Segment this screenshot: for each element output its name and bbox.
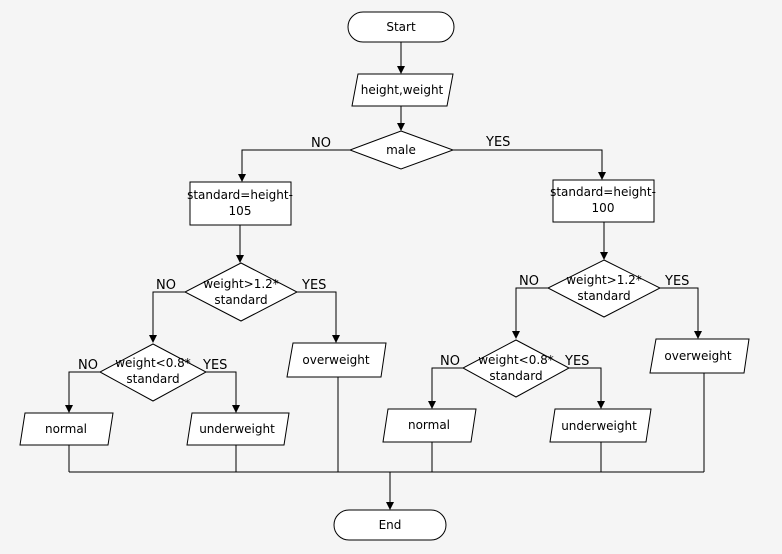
right-over-decision: weight>1.2* standard <box>546 259 662 318</box>
label-right-under-yes: YES <box>564 354 589 369</box>
right-overweight-label: overweight <box>664 349 732 363</box>
left-normal-label: normal <box>45 422 87 436</box>
arrow-right-under-no <box>428 367 463 409</box>
left-over-line2: standard <box>214 293 267 307</box>
left-overweight-label: overweight <box>302 353 370 367</box>
arrow-male-no <box>238 149 350 182</box>
label-male-no: NO <box>311 136 331 151</box>
arrow-left-over-yes <box>297 291 340 343</box>
decision-male-label: male <box>386 143 416 157</box>
right-overweight-node: overweight <box>649 338 750 374</box>
left-under-line1: weight<0.8* <box>115 356 191 370</box>
decision-male: male <box>348 130 455 170</box>
right-under-line2: standard <box>489 369 542 383</box>
input-label: height,weight <box>361 83 444 97</box>
left-normal-node: normal <box>19 412 114 446</box>
arrow-right-over-yes <box>660 287 702 339</box>
arrow-left-over-no <box>149 291 185 343</box>
right-under-line1: weight<0.8* <box>478 353 554 367</box>
left-under-decision: weight<0.8* standard <box>98 343 208 402</box>
label-male-yes: YES <box>485 135 510 150</box>
right-under-decision: weight<0.8* standard <box>461 339 571 398</box>
right-over-line2: standard <box>577 289 630 303</box>
end-label: End <box>379 518 402 532</box>
right-standard-node: standard=height- 100 <box>550 179 656 223</box>
left-overweight-node: overweight <box>286 342 387 378</box>
start-label: Start <box>386 20 416 34</box>
connectors <box>65 42 705 510</box>
branch-labels: NO YES NO YES NO YES NO YES NO YES <box>78 135 689 373</box>
arrow-right-over-no <box>512 287 548 339</box>
left-over-decision: weight>1.2* standard <box>183 262 299 322</box>
label-right-over-yes: YES <box>664 274 689 289</box>
right-underweight-node: underweight <box>549 408 652 443</box>
left-underweight-node: underweight <box>186 412 290 446</box>
left-underweight-label: underweight <box>199 422 275 436</box>
arrow-left-under-no <box>65 371 100 413</box>
label-left-under-yes: YES <box>202 358 227 373</box>
left-standard-line2: 105 <box>229 204 252 218</box>
label-left-under-no: NO <box>78 358 98 373</box>
input-node: height,weight <box>351 73 454 107</box>
label-left-over-no: NO <box>156 278 176 293</box>
label-right-over-no: NO <box>519 274 539 289</box>
left-over-line1: weight>1.2* <box>203 277 279 291</box>
right-standard-line1: standard=height- <box>550 185 656 199</box>
arrow-left-under-yes <box>206 371 240 413</box>
left-standard-node: standard=height- 105 <box>187 181 293 226</box>
left-standard-line1: standard=height- <box>187 188 293 202</box>
arrow-right-under-yes <box>569 367 605 409</box>
label-left-over-yes: YES <box>301 278 326 293</box>
left-under-line2: standard <box>126 372 179 386</box>
end-node: End <box>333 509 447 541</box>
right-normal-node: normal <box>382 408 477 443</box>
label-right-under-no: NO <box>440 354 460 369</box>
right-over-line1: weight>1.2* <box>566 273 642 287</box>
right-underweight-label: underweight <box>561 419 637 433</box>
right-standard-line2: 100 <box>592 201 615 215</box>
arrow-male-yes <box>453 149 606 180</box>
right-normal-label: normal <box>408 418 450 432</box>
start-node: Start <box>347 11 455 43</box>
